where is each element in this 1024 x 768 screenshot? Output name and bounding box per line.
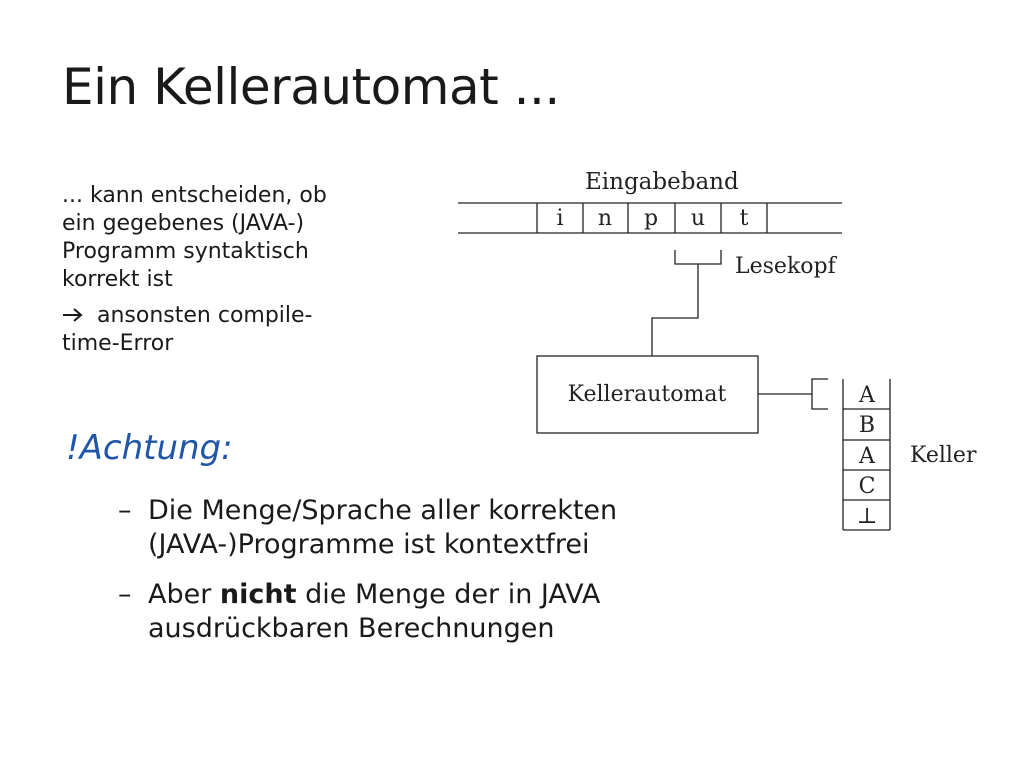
bullet-item: – Die Menge/Sprache aller korrekten (JAV… [118,494,758,562]
tape-cell: t [740,206,749,231]
tape-cell: i [556,206,563,231]
warning-heading: !Achtung: [66,428,233,468]
bullet-line: (JAVA-)Programme ist kontextfrei [148,529,590,560]
stack-cell: B [859,413,875,438]
automaton-label: Kellerautomat [568,382,727,407]
bullet-list: – Die Menge/Sprache aller korrekten (JAV… [118,494,758,662]
intro-line: ein gegebenes (JAVA-) [62,211,305,236]
slide-title: Ein Kellerautomat ... [62,58,560,116]
bullet-line: ausdrückbaren Berechnungen [148,613,555,644]
tape-cell: n [598,206,612,231]
intro-line: ... kann entscheiden, ob [62,183,327,208]
stack-cell: A [858,383,876,408]
bullet-line: Aber nicht die Menge der in JAVA [148,578,758,612]
arrow-note-line: time-Error [62,331,174,356]
read-head-connector [651,264,699,356]
bullet-dash: – [118,579,132,610]
stack-bracket [811,378,828,410]
read-head-bracket [674,250,722,265]
stack-label: Keller [910,443,977,468]
arrow-note: ansonsten compile- [62,302,422,330]
intro-line: Programm syntaktisch [62,239,309,264]
right-arrow-icon [62,303,91,328]
bullet-emphasis: nicht [219,579,297,610]
bullet-dash: – [118,495,132,526]
bullet-text: Aber [148,579,220,610]
intro-text: ... kann entscheiden, ob ein gegebenes (… [62,182,422,358]
bullet-text: die Menge der in JAVA [296,579,601,610]
intro-line: korrekt ist [62,267,173,292]
tape-cell: u [691,206,705,231]
bullet-line: Die Menge/Sprache aller korrekten [148,495,618,526]
tape-cell: p [644,206,658,231]
input-tape-label: Eingabeband [585,169,739,195]
read-head-label: Lesekopf [735,254,838,279]
arrow-note-line: ansonsten compile- [97,303,313,328]
stack-cell: C [859,474,876,499]
stack-cell: ⊥ [857,504,878,529]
stack-cell: A [858,444,876,469]
bullet-item: – Aber nicht die Menge der in JAVA ausdr… [118,578,758,646]
